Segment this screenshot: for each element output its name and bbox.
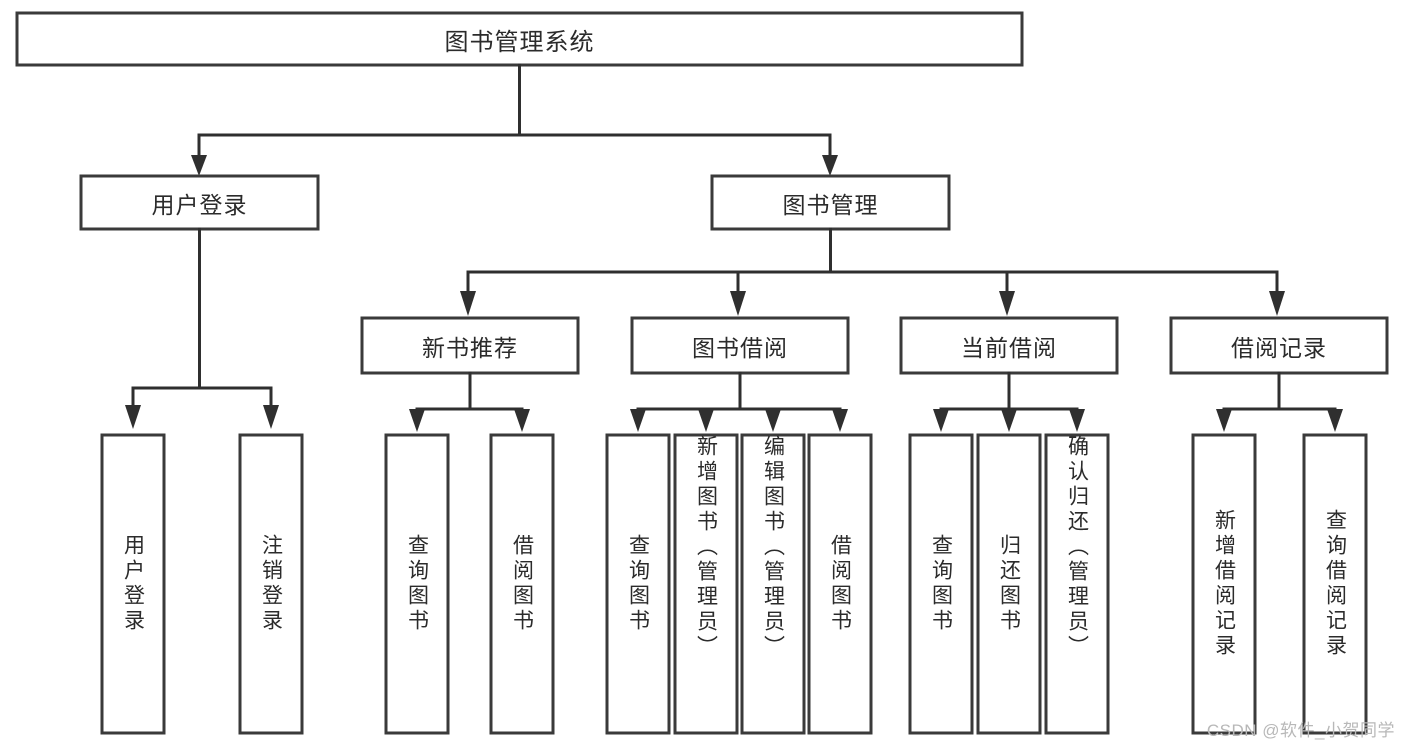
node-new-book-box[interactable] [360,316,580,375]
arrowhead-newbook-2 [514,409,530,432]
leaf-box-current-borrow-2[interactable] [1044,433,1110,735]
leaf-box-current-borrow-0[interactable] [908,433,974,735]
arrowhead-bookborrow-2 [698,409,714,432]
leaf-box-book-borrow-0[interactable] [605,433,671,735]
arrowhead-bookmanage-4 [1269,291,1285,316]
arrowhead-bookborrow-3 [765,409,781,432]
leaf-box-book-borrow-3[interactable] [807,433,873,735]
arrowhead-currentborrow-1 [933,409,949,432]
node-current-borrow-box[interactable] [899,316,1119,375]
leaf-box-book-borrow-2[interactable] [740,433,806,735]
arrowhead-bookmanage-3 [999,291,1015,316]
arrowhead-currentborrow-3 [1069,409,1085,432]
arrowhead-userlogin-2 [263,405,279,429]
arrowhead-bookmanage-2 [730,291,746,316]
leaf-box-borrow-record-1[interactable] [1302,433,1368,735]
leaf-box-new-book-0[interactable] [384,433,450,735]
arrowhead-bookborrow-4 [832,409,848,432]
arrowhead-newbook-1 [409,409,425,432]
leaf-box-user-login-0[interactable] [100,433,166,735]
arrowhead-currentborrow-2 [1001,409,1017,432]
arrowhead-borrowrecord-1 [1216,409,1232,432]
leaf-box-user-login-1[interactable] [238,433,304,735]
arrowhead-userlogin-1 [125,405,141,429]
leaf-box-new-book-1[interactable] [489,433,555,735]
node-borrow-record-box[interactable] [1169,316,1389,375]
arrowhead-bookborrow-1 [630,409,646,432]
arrowhead-root-1 [191,155,207,176]
node-book-manage-box[interactable] [710,174,951,231]
leaf-box-book-borrow-1[interactable] [673,433,739,735]
arrowhead-borrowrecord-2 [1327,409,1343,432]
leaf-box-current-borrow-1[interactable] [976,433,1042,735]
node-book-borrow-box[interactable] [630,316,850,375]
node-root-box[interactable] [15,11,1024,67]
leaf-box-borrow-record-0[interactable] [1191,433,1257,735]
arrowhead-root-2 [822,155,838,176]
arrowhead-bookmanage-1 [460,291,476,316]
node-user-login-box[interactable] [79,174,320,231]
